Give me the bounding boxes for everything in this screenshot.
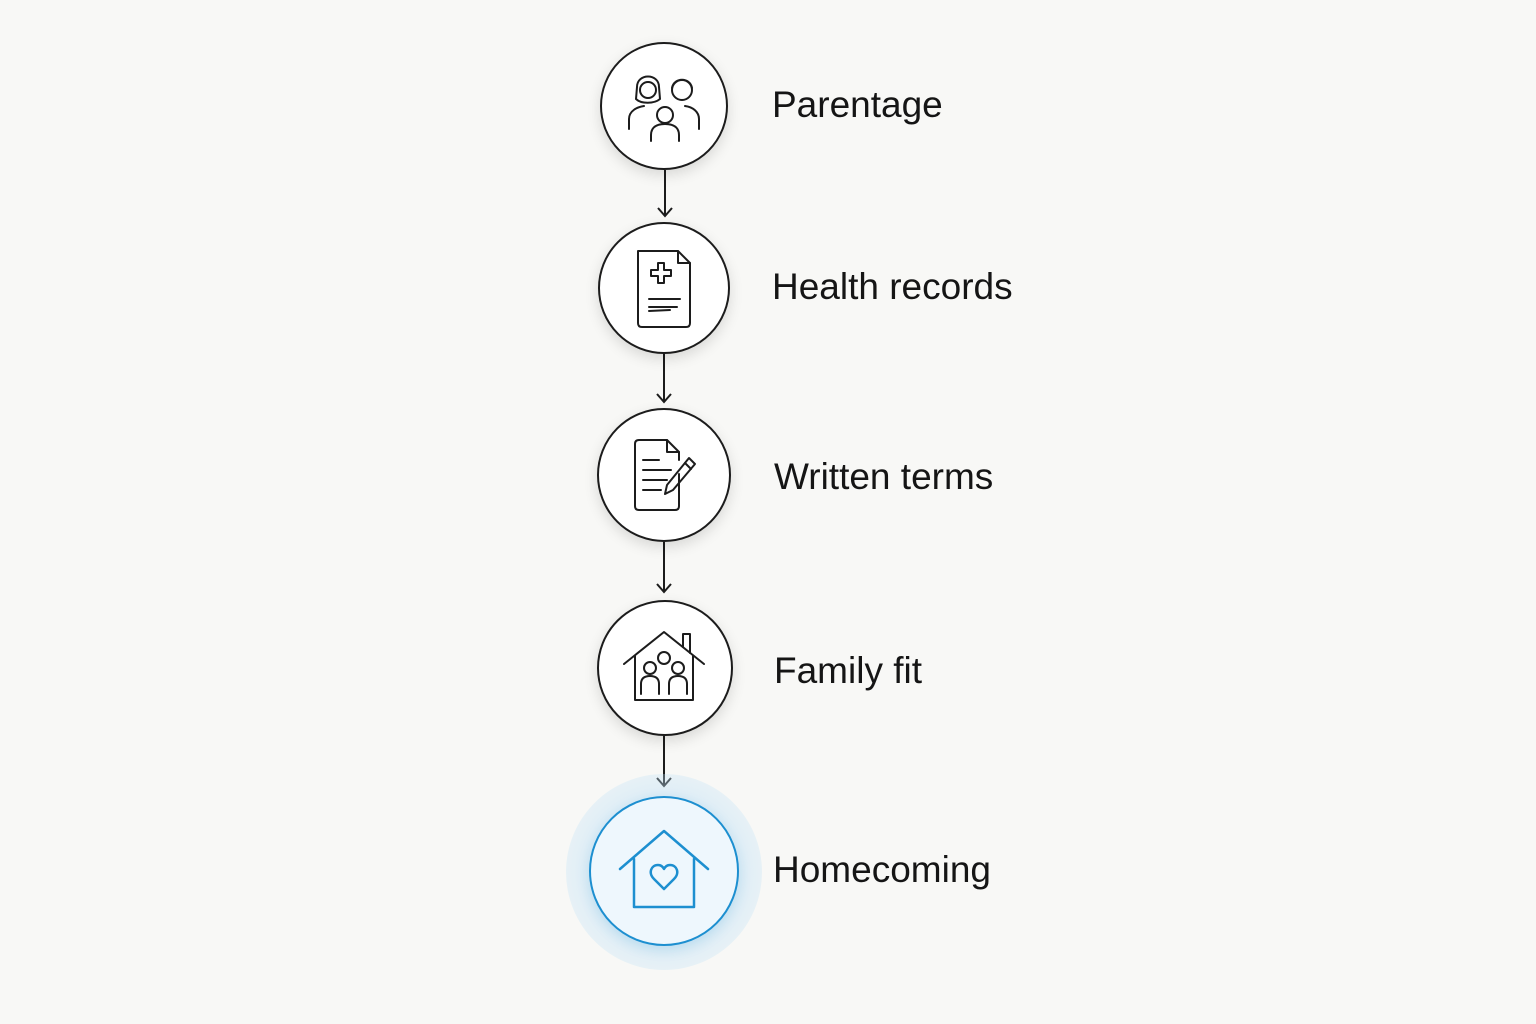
connector-arrow-2 [656,352,672,404]
step-written-terms-node [597,408,731,542]
medical-document-icon [637,250,691,328]
connector-arrow-3 [656,542,672,594]
step-family-fit-label: Family fit [774,650,922,691]
family-home-icon [623,631,705,701]
connector-arrow-1 [657,170,673,218]
step-health-records-label: Health records [772,266,1013,307]
step-health-records-node [598,222,730,354]
step-parentage-label: Parentage [772,84,943,125]
step-written-terms-label: Written terms [774,456,994,497]
signed-contract-icon [634,439,696,511]
step-homecoming-label: Homecoming [773,849,991,890]
home-heart-icon [618,829,710,909]
step-family-fit-node [597,600,733,736]
family-icon [628,75,700,142]
step-homecoming-node [589,796,739,946]
step-parentage-node [600,42,728,170]
